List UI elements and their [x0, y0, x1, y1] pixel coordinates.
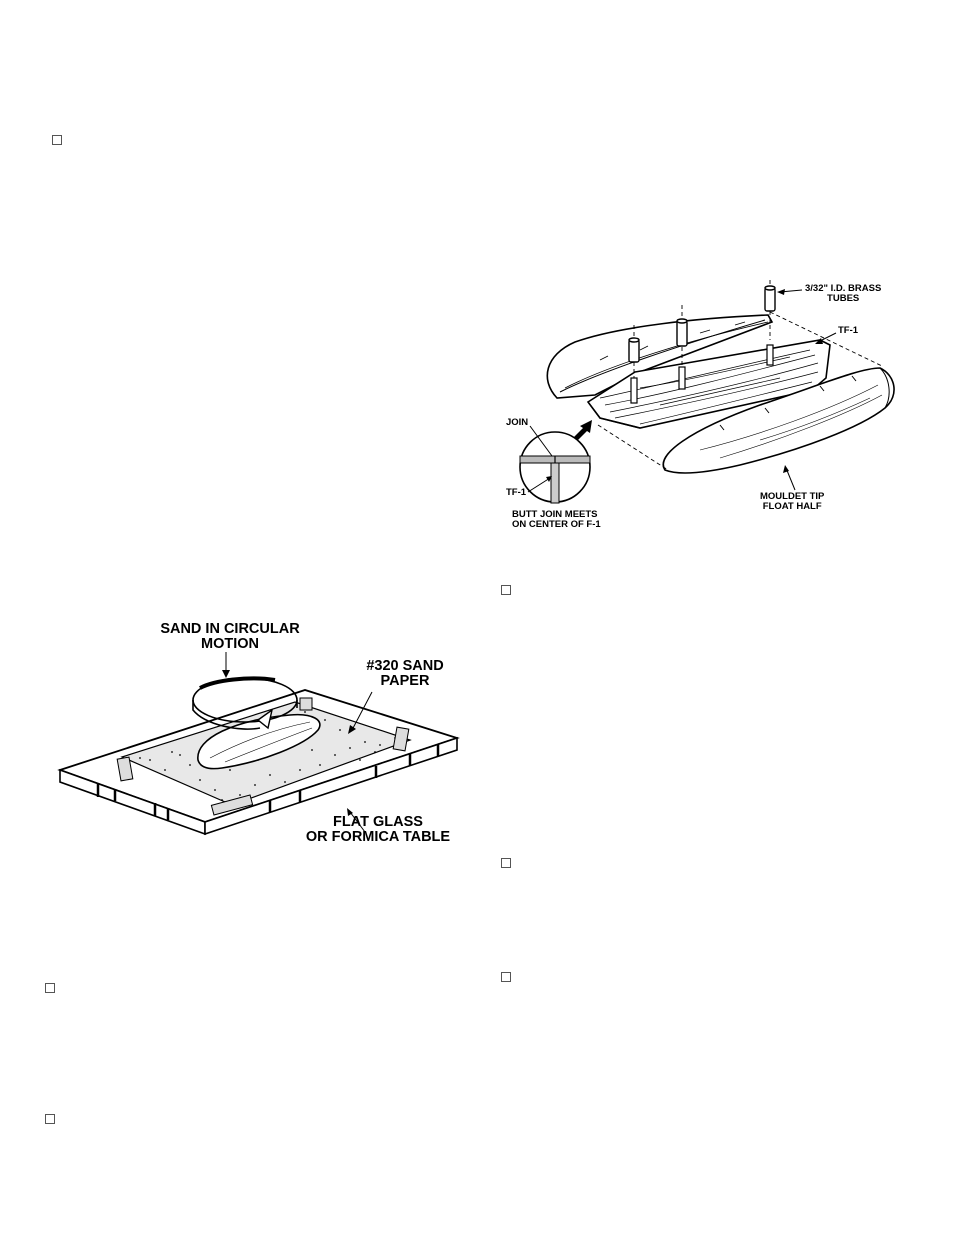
step-checkbox-2[interactable]	[501, 585, 511, 595]
step-checkbox-6[interactable]	[45, 1114, 55, 1124]
flat-glass-label: FLAT GLASS OR FORMICA TABLE	[305, 814, 451, 846]
step-checkbox-4[interactable]	[501, 972, 511, 982]
sand-motion-label: SAND IN CIRCULAR MOTION	[160, 621, 300, 653]
butt-join-label: BUTT JOIN MEETS ON CENTER OF F-1	[512, 509, 601, 530]
moulded-tip-label: MOULDET TIP FLOAT HALF	[760, 491, 825, 512]
step-checkbox-3[interactable]	[501, 858, 511, 868]
tf1-detail-label: TF-1	[506, 487, 527, 498]
brass-tubes-label: 3/32" I.D. BRASS TUBES	[805, 283, 882, 304]
sandpaper-label: #320 SAND PAPER	[366, 658, 444, 690]
step-checkbox-5[interactable]	[45, 983, 55, 993]
join-label: JOIN	[506, 417, 529, 428]
step-checkbox-1[interactable]	[52, 135, 62, 145]
tf1-top-label: TF-1	[838, 325, 859, 336]
